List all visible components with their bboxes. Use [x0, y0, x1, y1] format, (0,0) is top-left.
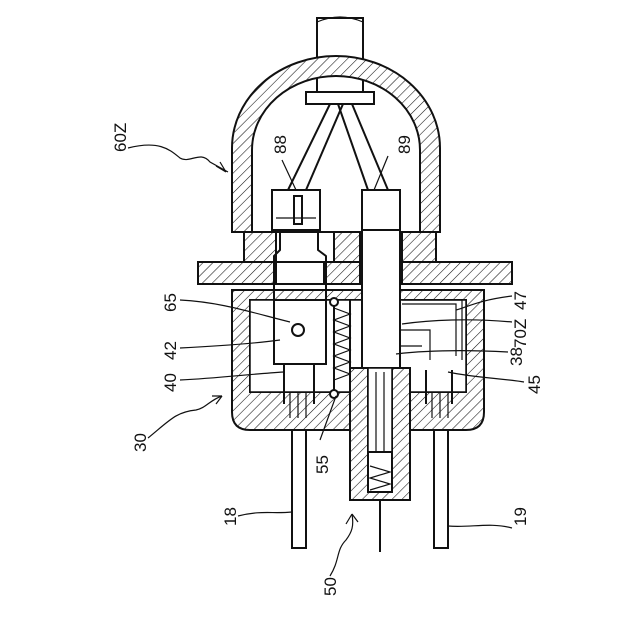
- label-45: 45: [525, 375, 544, 394]
- flange-plate: [198, 262, 512, 284]
- label-40: 40: [161, 373, 180, 392]
- label-70z: 70Z: [511, 319, 530, 348]
- label-47: 47: [511, 291, 530, 310]
- lead-18: [292, 430, 306, 548]
- label-30: 30: [131, 433, 150, 452]
- label-18: 18: [221, 507, 240, 526]
- label-65: 65: [161, 293, 180, 312]
- wire-88: [288, 104, 343, 190]
- label-38: 38: [507, 347, 526, 366]
- flange-opening-left: [276, 262, 324, 284]
- label-60z: 60Z: [111, 123, 130, 152]
- cable-clamp: [306, 92, 374, 104]
- label-42: 42: [161, 341, 180, 360]
- label-89: 89: [395, 135, 414, 154]
- plunger: [350, 368, 410, 552]
- collar-ring: [244, 232, 436, 262]
- label-50: 50: [321, 577, 340, 596]
- lead-19: [434, 430, 448, 548]
- label-88: 88: [271, 135, 290, 154]
- label-55: 55: [313, 455, 332, 474]
- wire-89: [338, 104, 388, 190]
- label-19: 19: [511, 507, 530, 526]
